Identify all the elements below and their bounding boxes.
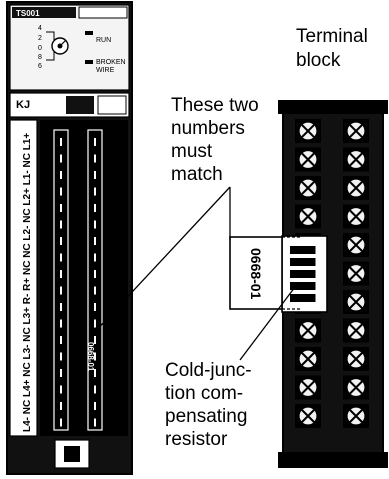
terminal-screw[interactable] (343, 318, 369, 343)
connector-pin (60, 138, 62, 146)
connector-pins (60, 138, 96, 427)
module-top-panel (9, 4, 130, 91)
connector-area (40, 120, 128, 436)
leader-to-module-code (91, 186, 231, 336)
resistor-code: 0668-01 (248, 248, 264, 300)
connector-pin (60, 204, 62, 212)
connector-pin (60, 352, 62, 361)
switch-digit-6: 6 (38, 63, 42, 70)
temperature-module: TS001 4 2 0 8 6 RUN BROKEN WIRE KJ L4- N… (6, 1, 133, 475)
connector-pin (94, 204, 96, 212)
match-note-line2: numbers (171, 118, 245, 139)
cold-junction-note-line2: tion com- (165, 383, 243, 404)
match-note-line1: These two (171, 95, 259, 116)
connector-pin (94, 286, 96, 295)
broken-wire-indicator-light (85, 60, 93, 64)
terminal-side-labels: L4- NC L4+ NC L3- NC L3+ R- R+ NC NC L2-… (22, 133, 33, 432)
kj-label: KJ (16, 99, 30, 111)
connector-pin (94, 220, 96, 229)
connector-pin (60, 171, 62, 179)
connector-pin (94, 138, 96, 146)
connector-pin (94, 154, 96, 163)
model-label-box (12, 7, 76, 18)
broken-wire-label-1: BROKEN (96, 59, 126, 66)
connector-pin (94, 319, 96, 328)
callout-leader-lines (91, 186, 299, 361)
leader-to-resistor (239, 282, 299, 361)
terminal-screw[interactable] (343, 176, 369, 200)
switch-digit-0: 0 (38, 45, 42, 52)
connector-pin (60, 237, 62, 245)
module-body-code: 0668-01 (86, 342, 95, 372)
connector-pin (94, 336, 96, 344)
terminal-screw[interactable] (295, 119, 321, 143)
terminal-screw[interactable] (295, 318, 321, 343)
connector-pin (94, 253, 96, 262)
switch-digit-2: 2 (38, 35, 42, 42)
broken-wire-label-2: WIRE (96, 67, 115, 74)
terminal-screw[interactable] (343, 119, 369, 143)
terminal-label-column (9, 119, 38, 437)
terminal-screw[interactable] (343, 233, 369, 257)
run-indicator-light (85, 31, 93, 35)
switch-digit-4: 4 (38, 25, 42, 32)
connector-pin (94, 171, 96, 179)
match-note-line3: must (171, 141, 213, 162)
connector-pin (94, 303, 96, 311)
connector-pin (94, 418, 96, 427)
terminal-screw[interactable] (343, 375, 369, 400)
resistor-code-tag: 0668-01 (229, 236, 300, 310)
terminal-screw[interactable] (343, 290, 369, 314)
cold-junction-note-line1: Cold-junc- (165, 360, 252, 381)
terminal-screw[interactable] (295, 147, 321, 172)
connector-pin (60, 303, 62, 311)
terminal-screw[interactable] (295, 204, 321, 229)
connector-pin (94, 270, 96, 278)
run-indicator-label: RUN (96, 37, 111, 44)
connector-pin (94, 187, 96, 196)
terminal-screw[interactable] (295, 404, 321, 428)
connector-pin (60, 270, 62, 278)
model-blank-box (78, 6, 128, 19)
terminal-screw[interactable] (343, 404, 369, 428)
connector-pin (94, 402, 96, 410)
terminal-screw[interactable] (343, 147, 369, 172)
connector-pin (60, 319, 62, 328)
terminal-screw[interactable] (343, 347, 369, 371)
terminal-block-title-line1: Terminal (296, 26, 368, 47)
connector-pin (94, 385, 96, 394)
connector-pin (60, 154, 62, 163)
match-note-line4: match (171, 164, 223, 185)
cold-junction-note-line4: resistor (165, 429, 228, 450)
terminal-screw[interactable] (295, 176, 321, 200)
connector-pin (60, 253, 62, 262)
connector-pin (94, 369, 96, 377)
connector-pin (60, 220, 62, 229)
terminal-block-top-rail (278, 100, 388, 114)
terminal-screw[interactable] (343, 204, 369, 229)
cold-junction-resistor[interactable] (281, 235, 328, 313)
terminal-screw[interactable] (343, 261, 369, 286)
cold-junction-note-line3: pensating (165, 406, 247, 427)
switch-digit-8: 8 (38, 54, 42, 61)
connector-pin (94, 352, 96, 361)
connector-pin (60, 336, 62, 344)
terminal-block-bottom-rail (278, 452, 388, 468)
model-label: TS001 (16, 9, 40, 18)
connector-pin (60, 418, 62, 427)
connector-pin (94, 237, 96, 245)
terminal-screw[interactable] (295, 347, 321, 371)
rotary-switch[interactable]: 4 2 0 8 6 (38, 25, 69, 70)
connector-pin (60, 385, 62, 394)
connector-pin (60, 286, 62, 295)
connector-pin (60, 187, 62, 196)
terminal-screw[interactable] (295, 375, 321, 400)
connector-pin (60, 369, 62, 377)
connector-pin (60, 402, 62, 410)
terminal-block-title-line2: block (296, 50, 341, 71)
